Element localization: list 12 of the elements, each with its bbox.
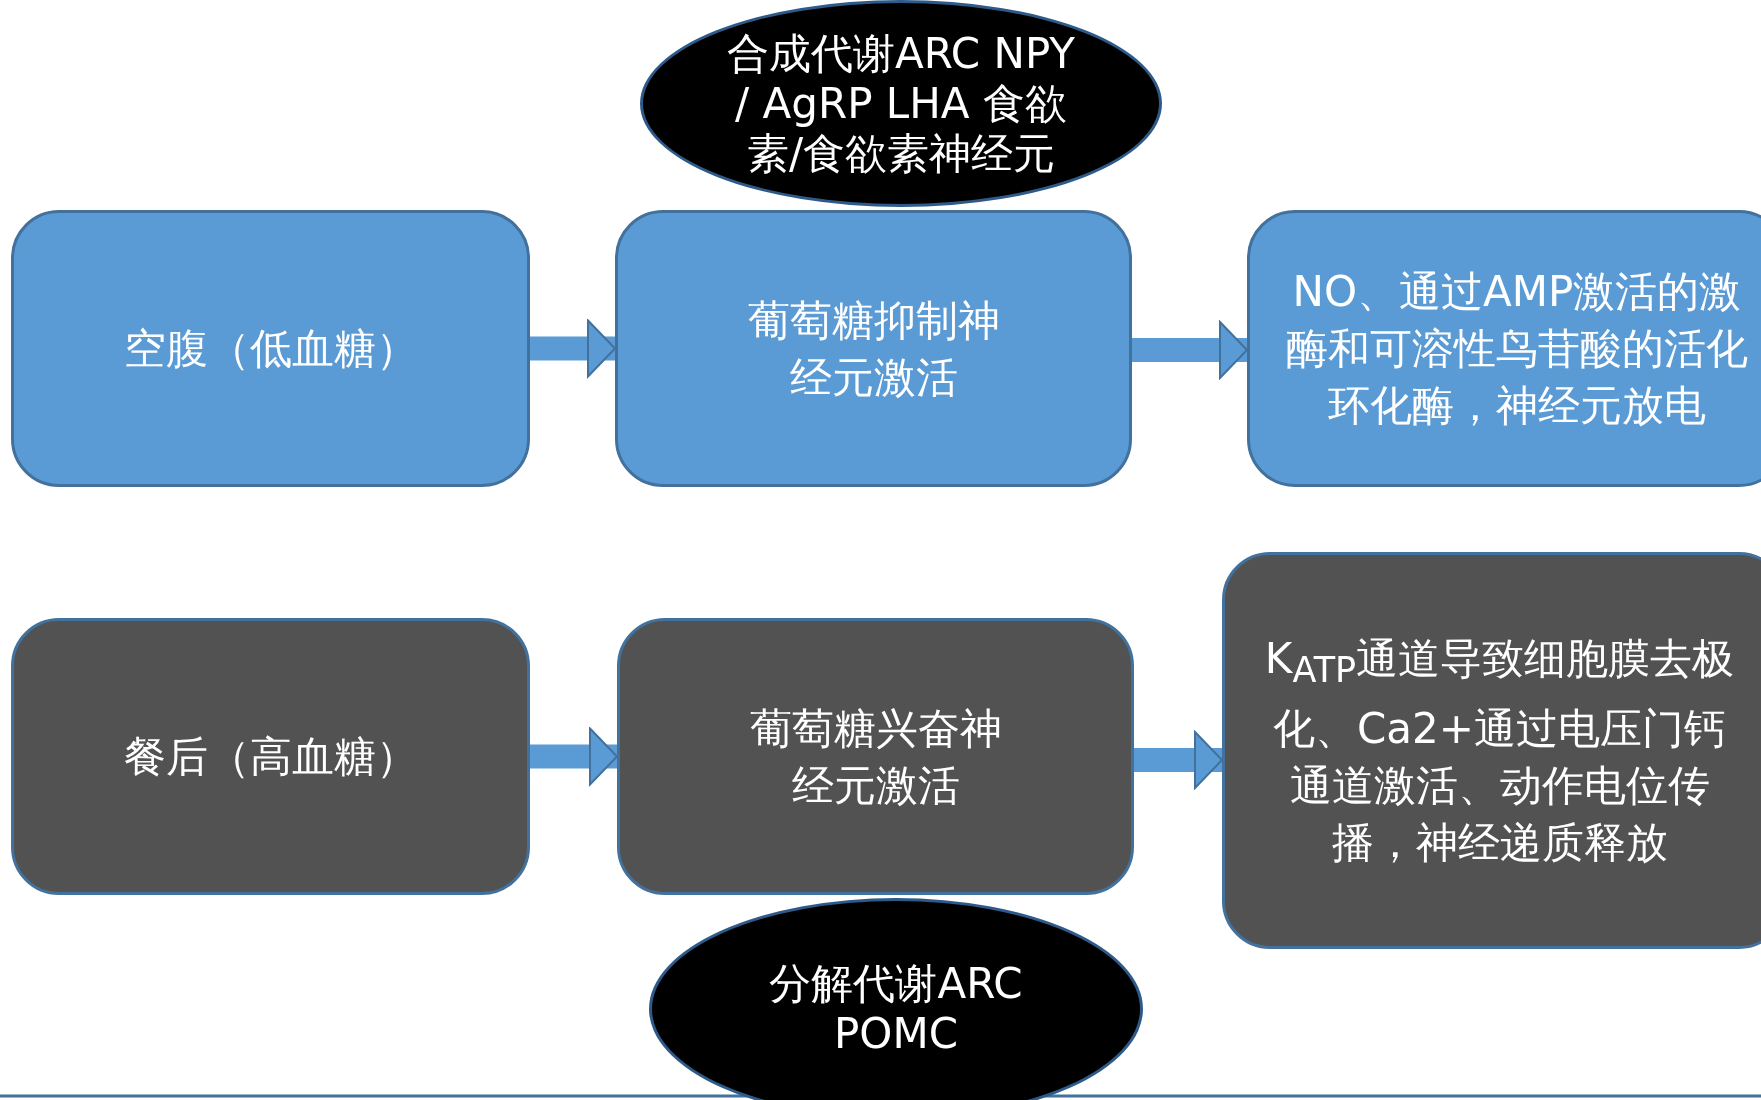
oval-label: 合成代谢ARC NPY / AgRP LHA 食欲素/食欲素神经元 (640, 0, 1162, 207)
block-arrow (530, 319, 616, 378)
block-arrow (1134, 731, 1223, 789)
block-arrow (530, 727, 618, 786)
oval-label: 分解代谢ARC POMC (649, 898, 1143, 1100)
process-box: 餐后（高血糖） (11, 618, 530, 895)
process-box: K$_{ATP}$通道导致细胞膜去极化、Ca2+通过电压门钙通道激活、动作电位传播，神经递质释放 (1222, 552, 1761, 949)
block-arrow (1132, 321, 1248, 379)
process-box: 空腹（低血糖） (11, 210, 530, 487)
process-box: NO、通过AMP激活的激酶和可溶性鸟苷酸的活化环化酶，神经元放电 (1247, 210, 1761, 487)
process-box: 葡萄糖抑制神经元激活 (615, 210, 1132, 487)
process-box: 葡萄糖兴奋神经元激活 (617, 618, 1134, 895)
